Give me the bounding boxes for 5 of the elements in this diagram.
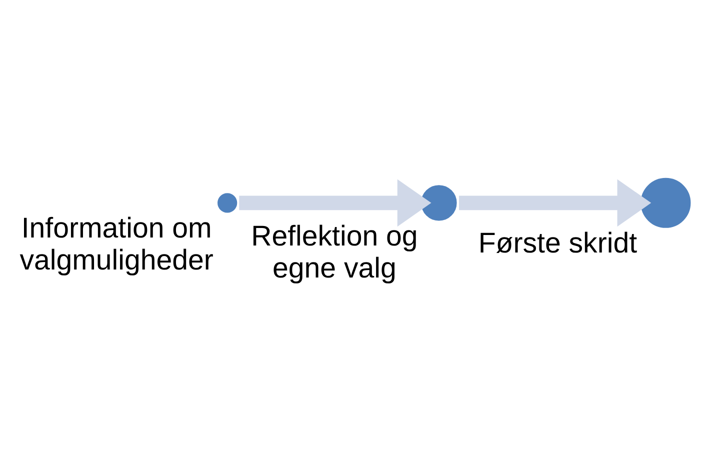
node-label: Reflektion og egne valg <box>251 220 418 284</box>
node-label: Første skridt <box>478 227 638 260</box>
arrow <box>458 178 652 226</box>
node-label: Information om valgmuligheder <box>20 212 214 276</box>
arrow <box>239 178 432 226</box>
